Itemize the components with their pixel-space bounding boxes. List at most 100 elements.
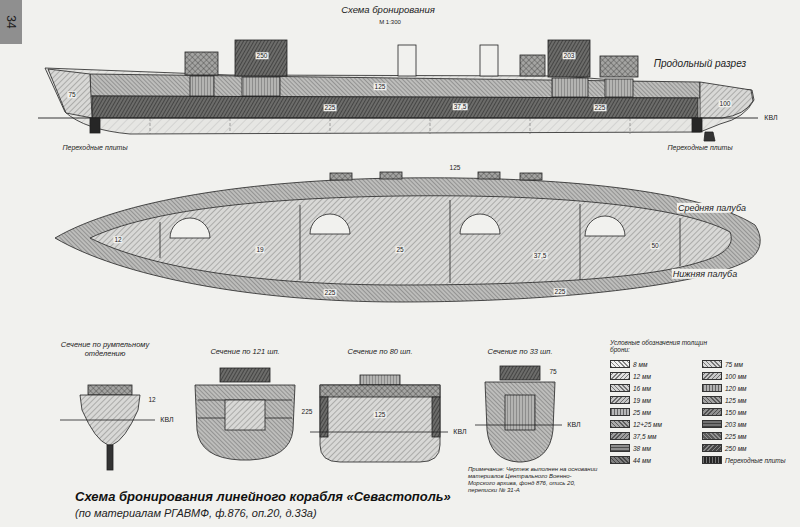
legend-swatch — [702, 372, 722, 380]
legend-item: 250 мм — [702, 444, 747, 452]
callout-number: 203 — [563, 52, 576, 59]
drawing-label: Сечение по 121 шп. — [210, 348, 279, 357]
drawing-label: 225 — [302, 408, 313, 415]
cross-sections — [60, 366, 562, 470]
frame-line — [430, 118, 431, 134]
callout-number: 37,5 — [533, 252, 548, 259]
legend-text: 19 мм — [633, 397, 651, 404]
drawing-label: Сечение по 33 шп. — [487, 348, 552, 357]
turret — [185, 52, 218, 75]
legend-swatch — [702, 408, 722, 416]
callout-number: 250 — [256, 52, 269, 59]
legend-text: 75 мм — [725, 361, 743, 368]
page-tab: 34 — [0, 0, 22, 44]
casemate-bump — [520, 173, 542, 180]
drawing-label: (по материалам РГАВМФ, ф.876, оп.20, д.3… — [75, 507, 317, 520]
bulkhead-line — [300, 205, 301, 280]
callout-number: 225 — [324, 104, 337, 111]
legend-text: 225 мм — [725, 433, 747, 440]
legend-item: 120 мм — [702, 384, 747, 392]
drawing-label: Условные обозначения толщин брони: — [610, 339, 720, 354]
barbette-cutout — [170, 218, 210, 238]
bulkhead-line — [160, 222, 161, 258]
legend-swatch — [610, 408, 630, 416]
callout-number: 125 — [374, 83, 387, 90]
legend-item: 100 мм — [702, 372, 747, 380]
legend-text: Переходные плиты — [725, 457, 786, 464]
drawing-label: Переходные плиты — [667, 144, 732, 152]
callout-number: 12 — [113, 236, 122, 243]
callout-number: 225 — [594, 104, 607, 111]
drawing-label: 125 — [450, 164, 461, 171]
barbette — [605, 79, 633, 97]
barbette — [190, 76, 214, 96]
legend-text: 25 мм — [633, 409, 651, 416]
bulkhead-line — [680, 218, 681, 266]
section-hull — [320, 385, 440, 462]
legend-text: 250 мм — [725, 445, 747, 452]
bow-belt — [48, 69, 92, 118]
legend-swatch — [702, 420, 722, 428]
side-belt — [432, 397, 440, 437]
section-deck — [320, 385, 440, 397]
legend-item: 37,5 мм — [610, 432, 656, 440]
legend-item: Переходные плиты — [702, 456, 786, 464]
callout-number: 37,5 — [453, 103, 468, 110]
legend-swatch — [702, 444, 722, 452]
waterline — [60, 420, 155, 421]
legend-text: 12+25 мм — [633, 421, 662, 428]
callout-number: 19 — [255, 246, 264, 253]
legend-swatch — [702, 396, 722, 404]
deck-plan — [55, 172, 760, 302]
drawing-label: КВЛ — [453, 428, 466, 436]
legend-text: 120 мм — [725, 385, 747, 392]
legend-text: 203 мм — [725, 421, 747, 428]
legend-swatch — [610, 396, 630, 404]
drawing-label: 12 — [148, 396, 155, 403]
bulkhead-line — [580, 204, 581, 280]
funnel — [398, 45, 416, 76]
barbette — [242, 77, 280, 96]
section-hull — [195, 385, 295, 460]
legend-swatch — [610, 372, 630, 380]
legend-text: 44 мм — [633, 457, 651, 464]
frame-line — [630, 118, 631, 134]
barbette — [552, 78, 588, 97]
drawing-label: КВЛ — [764, 114, 777, 122]
conning-tower-turret — [235, 40, 287, 76]
transition-plate — [692, 118, 702, 132]
bulkhead-line — [450, 200, 451, 283]
conning-tower-turret — [548, 40, 590, 77]
legend-text: 12 мм — [633, 373, 651, 380]
page-number: 34 — [4, 15, 18, 28]
section-turret — [500, 366, 540, 380]
turret — [520, 55, 545, 76]
legend-text: 150 мм — [725, 409, 747, 416]
legend-item: 19 мм — [610, 396, 651, 404]
frame-line — [150, 118, 151, 134]
drawing-label: М 1:300 — [379, 19, 401, 26]
section-hull — [485, 382, 555, 462]
drawing-label: Примечание: Чертеж выполнен на основании… — [468, 466, 598, 494]
legend-text: 16 мм — [633, 385, 651, 392]
section-turret — [220, 368, 270, 382]
drawing-label: 75 — [549, 368, 556, 375]
callout-number: Нижняя палуба — [672, 269, 738, 279]
upper-belt — [90, 74, 700, 98]
stern-belt — [700, 82, 753, 118]
transition-plate — [90, 118, 100, 133]
legend-item: 150 мм — [702, 408, 747, 416]
drawing-label: Сечение по 80 шп. — [347, 348, 412, 357]
callout-number: 50 — [650, 242, 659, 249]
legend-item: 203 мм — [702, 420, 747, 428]
frame-line — [530, 118, 531, 134]
side-belt — [320, 397, 328, 437]
legend-text: 37,5 мм — [633, 433, 656, 440]
diagram-title: Схема бронирования — [341, 5, 435, 16]
casemate-bump — [330, 173, 352, 180]
callout-number: 225 — [554, 288, 567, 295]
legend-item: 225 мм — [702, 432, 747, 440]
longitudinal-section — [38, 40, 758, 141]
